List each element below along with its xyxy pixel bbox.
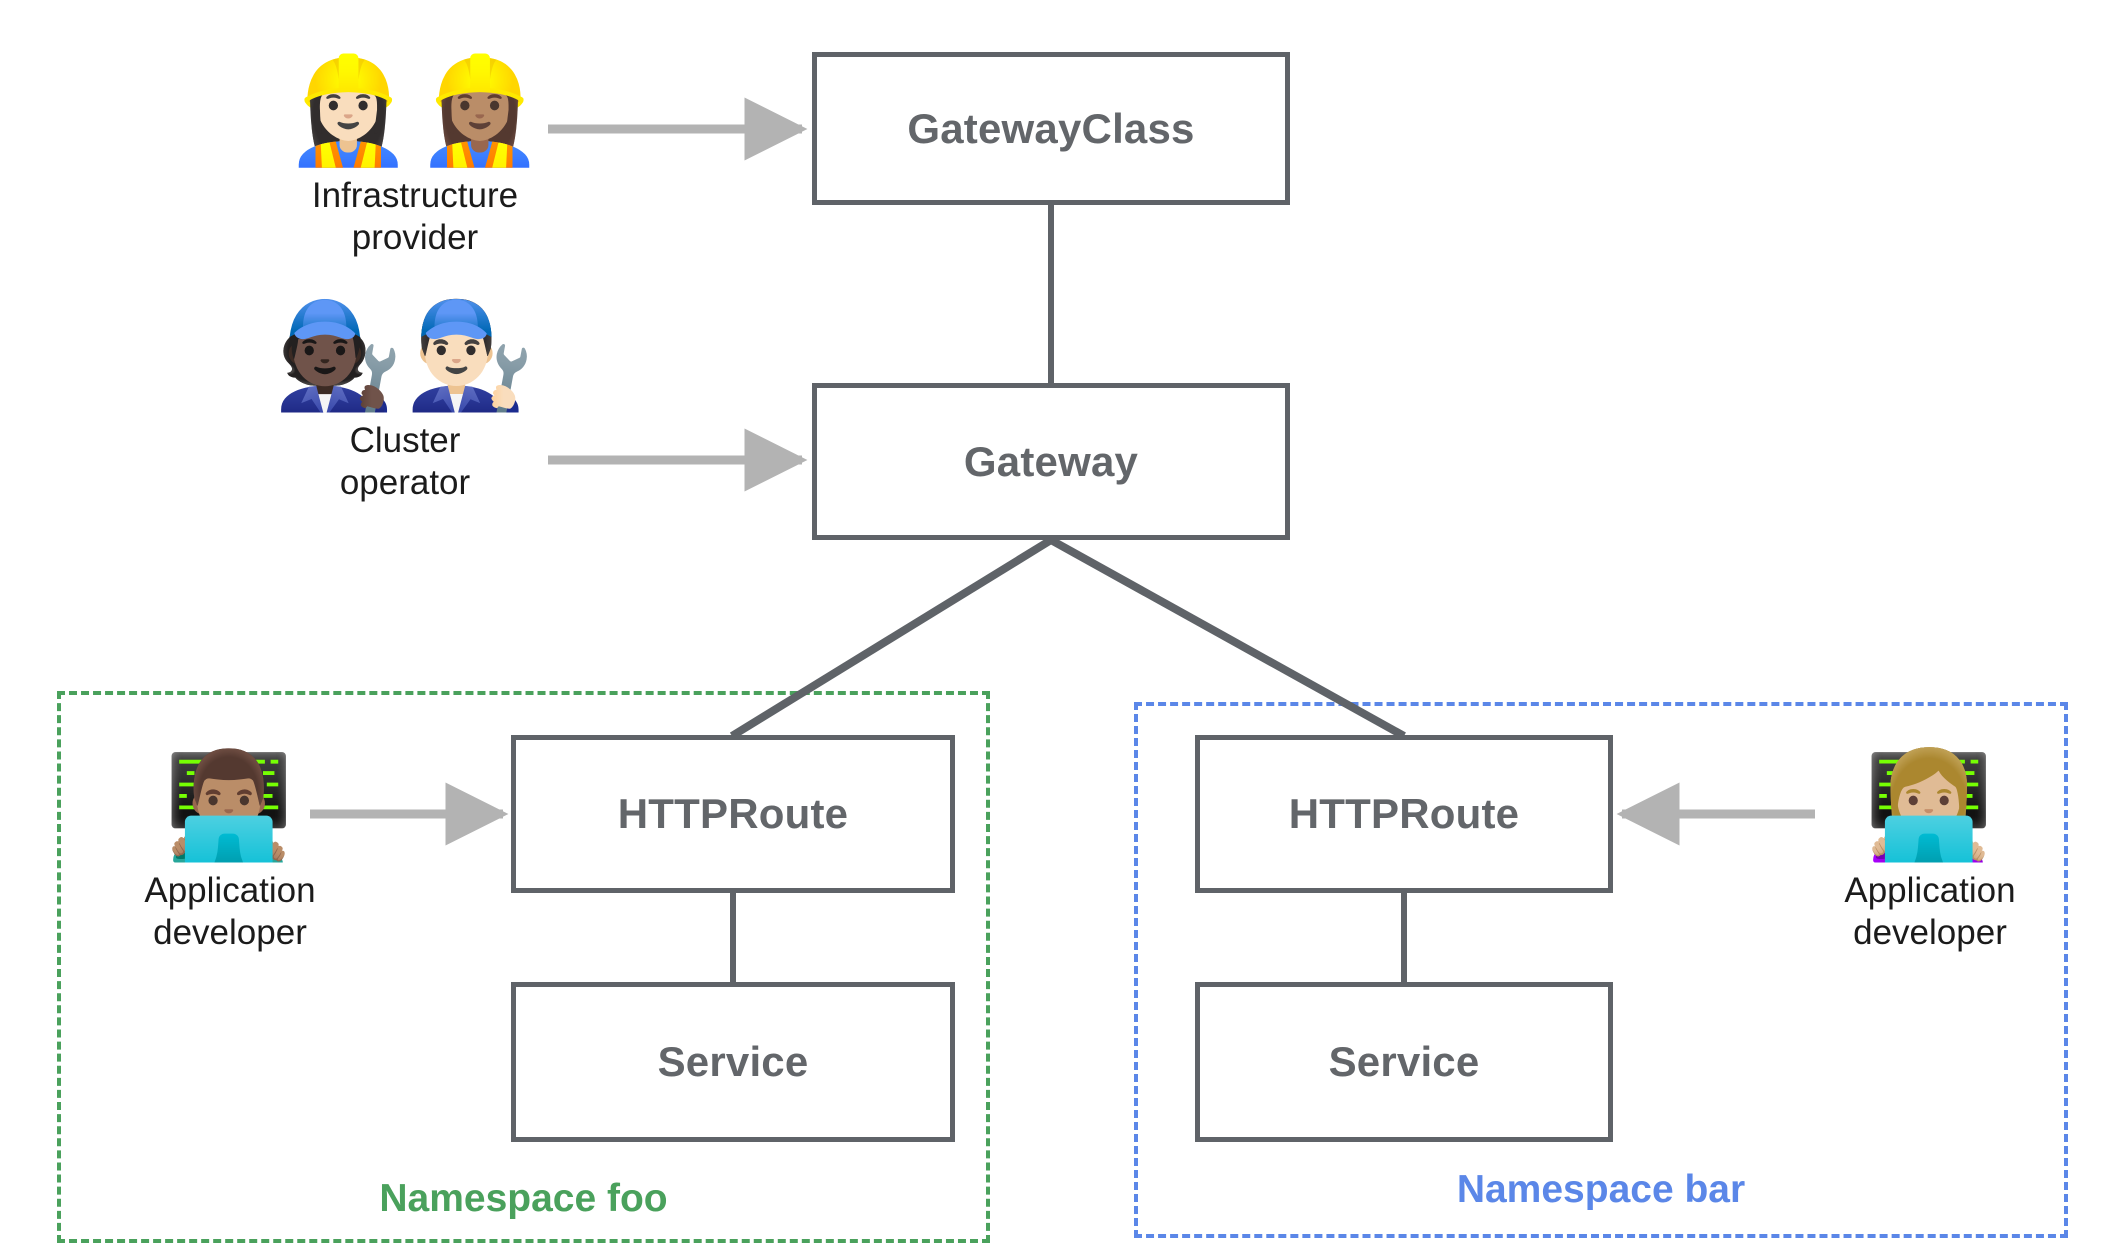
httproute-bar-box[interactable]: HTTPRoute (1195, 735, 1613, 893)
persona-application-developer-bar-caption: Application developer (1790, 870, 2070, 953)
persona-cluster-operator-caption: Cluster operator (245, 420, 565, 503)
persona-caption-line-2: provider (351, 217, 479, 257)
persona-caption-line-2: developer (1853, 912, 2007, 952)
persona-caption-line-2: developer (153, 912, 307, 952)
persona-caption-line-1: Cluster (349, 421, 461, 461)
gateway-label: Gateway (963, 437, 1139, 485)
construction-worker-women-emoji: 👷🏻‍♀️👷🏽‍♀️ (283, 53, 547, 169)
namespace-foo-container (57, 691, 990, 1243)
persona-infrastructure-provider: 👷🏻‍♀️👷🏽‍♀️ Infrastructure provider (255, 55, 575, 258)
service-foo-label: Service (657, 1038, 809, 1085)
persona-caption-line-1: Application (1844, 871, 2016, 911)
namespace-bar-label: Namespace bar (1456, 1168, 1746, 1211)
persona-application-developer-foo: 👨🏽‍💻 Application developer (90, 750, 370, 953)
httproute-foo-label: HTTPRoute (617, 790, 849, 837)
persona-caption-line-1: Infrastructure (311, 176, 519, 216)
gatewayclass-box[interactable]: GatewayClass (812, 52, 1290, 205)
service-bar-label: Service (1328, 1038, 1480, 1085)
service-foo-box[interactable]: Service (511, 982, 955, 1142)
namespace-foo-label: Namespace foo (379, 1177, 668, 1220)
httproute-foo-box[interactable]: HTTPRoute (511, 735, 955, 893)
httproute-bar-label: HTTPRoute (1288, 790, 1520, 837)
mechanic-people-emoji: 🧑🏿‍🔧👨🏻‍🔧 (273, 298, 537, 414)
gatewayclass-label: GatewayClass (907, 104, 1195, 152)
technologist-woman-emoji: 👩🏼‍💻 (1864, 748, 1996, 864)
persona-cluster-operator: 🧑🏿‍🔧👨🏻‍🔧 Cluster operator (245, 300, 565, 503)
technologist-man-emoji: 👨🏽‍💻 (164, 748, 296, 864)
persona-infrastructure-provider-caption: Infrastructure provider (255, 175, 575, 258)
persona-application-developer-foo-caption: Application developer (90, 870, 370, 953)
namespace-bar-container (1134, 702, 2068, 1238)
gateway-box[interactable]: Gateway (812, 383, 1290, 540)
persona-application-developer-bar: 👩🏼‍💻 Application developer (1790, 750, 2070, 953)
persona-caption-line-1: Application (144, 871, 316, 911)
persona-caption-line-2: operator (339, 462, 471, 502)
service-bar-box[interactable]: Service (1195, 982, 1613, 1142)
